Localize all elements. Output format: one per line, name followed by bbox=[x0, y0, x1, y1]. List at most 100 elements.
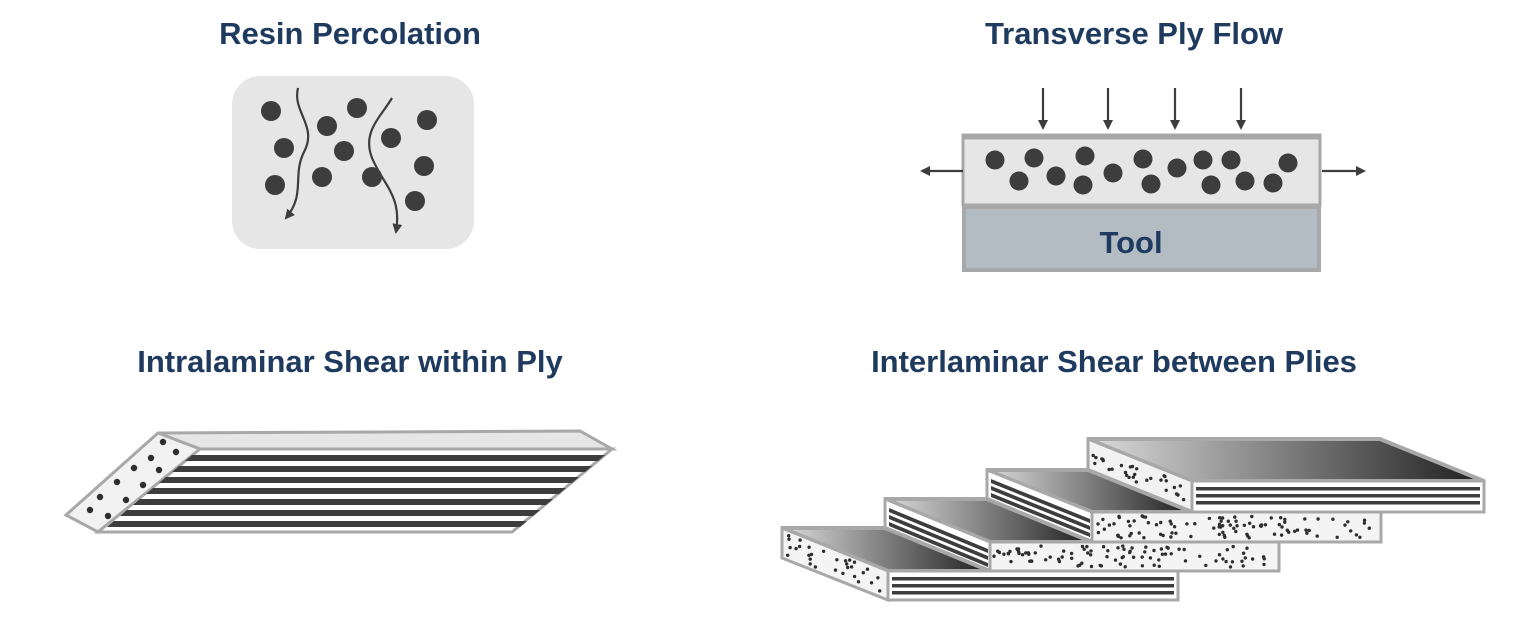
fiber-dot bbox=[155, 466, 163, 474]
fiber-cross-sections bbox=[261, 98, 437, 211]
fiber-dot bbox=[845, 562, 849, 566]
fiber-dot bbox=[1130, 546, 1134, 550]
fiber bbox=[1103, 163, 1123, 183]
fiber-dot bbox=[1110, 467, 1114, 471]
fiber-dot bbox=[843, 559, 848, 563]
fiber-dot bbox=[1218, 516, 1222, 520]
fiber-dot bbox=[1113, 558, 1118, 562]
fiber-dot bbox=[1096, 522, 1100, 526]
fiber-dot bbox=[86, 506, 94, 514]
fiber-dot bbox=[1204, 563, 1208, 568]
fiber-dot bbox=[1101, 517, 1105, 522]
fiber-dot bbox=[878, 589, 882, 593]
fiber-dot bbox=[1102, 527, 1107, 531]
fiber-dot bbox=[1250, 514, 1254, 519]
fiber-dot bbox=[1295, 528, 1300, 532]
fiber-dot bbox=[846, 565, 850, 570]
fiber bbox=[312, 167, 332, 187]
fiber-stripe bbox=[991, 493, 1090, 537]
fiber-dot bbox=[1107, 523, 1112, 527]
fiber-dot bbox=[856, 580, 861, 584]
fiber-dot bbox=[1128, 465, 1133, 469]
fiber-dot bbox=[1251, 525, 1256, 529]
fiber-dot bbox=[1143, 550, 1147, 554]
end-face-fiber-dots bbox=[86, 438, 180, 520]
fiber-dot bbox=[1154, 523, 1159, 527]
fiber-dot bbox=[1185, 522, 1189, 526]
fiber-dot bbox=[1146, 521, 1151, 525]
fiber-cross-sections bbox=[985, 146, 1298, 195]
fiber-dot bbox=[1331, 517, 1335, 521]
fiber bbox=[381, 128, 401, 148]
fiber-dot bbox=[1121, 544, 1125, 548]
fiber-dot bbox=[1168, 519, 1172, 523]
fiber-dot bbox=[1126, 519, 1131, 524]
fiber bbox=[1167, 158, 1187, 178]
fiber-dot bbox=[1119, 536, 1123, 540]
fiber-dot bbox=[788, 545, 792, 550]
fiber-dot bbox=[1220, 516, 1225, 520]
fiber-dot bbox=[147, 454, 155, 462]
fiber-dot bbox=[1128, 550, 1132, 555]
fiber-dot bbox=[1183, 559, 1188, 563]
fiber-stripe bbox=[892, 591, 1174, 595]
fiber-dot bbox=[1144, 545, 1148, 549]
fiber-dot bbox=[1283, 520, 1287, 524]
fiber-dot bbox=[1250, 557, 1255, 561]
fiber-dot bbox=[1233, 515, 1237, 519]
fiber-dot bbox=[1160, 552, 1165, 556]
fiber-dot bbox=[1100, 457, 1104, 461]
fiber bbox=[1009, 171, 1029, 191]
fiber-dot bbox=[1262, 562, 1266, 567]
fiber bbox=[1141, 174, 1161, 194]
fiber-dot bbox=[1176, 493, 1180, 497]
fiber-dot bbox=[1346, 520, 1350, 524]
fiber-stripe bbox=[1196, 494, 1480, 498]
fiber-stripe bbox=[159, 477, 579, 483]
fiber-dot bbox=[1069, 551, 1074, 556]
fiber-dot bbox=[1305, 531, 1309, 535]
fiber bbox=[1263, 173, 1283, 193]
fiber-dot bbox=[1217, 525, 1221, 529]
fiber-dot bbox=[1169, 535, 1173, 539]
fiber-dot bbox=[1269, 516, 1274, 520]
fiber-dot bbox=[1228, 565, 1233, 569]
fiber-dot bbox=[1085, 544, 1089, 549]
fiber-dot bbox=[1133, 472, 1137, 477]
ply-layer bbox=[961, 133, 1322, 207]
fiber-dot bbox=[1093, 461, 1097, 466]
fiber-dot bbox=[1177, 547, 1181, 551]
fiber-dot bbox=[1026, 551, 1031, 555]
fiber-dot bbox=[1225, 548, 1230, 552]
fiber-dot bbox=[1127, 475, 1131, 480]
fiber-dot bbox=[1367, 526, 1372, 530]
fiber-stripe bbox=[889, 508, 988, 553]
fiber-dot bbox=[1134, 480, 1139, 484]
fiber-dot bbox=[1354, 533, 1359, 537]
fiber-dot bbox=[1044, 558, 1048, 562]
fiber bbox=[265, 175, 285, 195]
fiber-dot bbox=[1117, 515, 1122, 520]
fiber bbox=[414, 156, 434, 176]
fiber-dot bbox=[1023, 551, 1028, 555]
fiber-dot bbox=[130, 464, 138, 472]
fiber-dot bbox=[1287, 530, 1291, 534]
fiber-dot bbox=[1135, 467, 1139, 471]
fiber-dot bbox=[1089, 564, 1094, 569]
fiber-stripe bbox=[892, 577, 1174, 581]
fiber-dot bbox=[1131, 555, 1136, 559]
fiber-dot bbox=[1163, 474, 1167, 479]
fiber-dot bbox=[1128, 534, 1132, 538]
fiber-dot bbox=[1234, 529, 1238, 534]
fiber-dot bbox=[1181, 497, 1186, 502]
fiber-dot bbox=[1193, 522, 1197, 526]
fiber-dot bbox=[798, 544, 802, 549]
fiber-dot bbox=[1241, 551, 1246, 555]
fiber-dot bbox=[1223, 535, 1227, 539]
fiber-dot bbox=[1056, 557, 1061, 561]
fiber-dot bbox=[1149, 476, 1153, 481]
fiber-dot bbox=[1279, 533, 1284, 537]
fiber-dot bbox=[835, 558, 839, 562]
fiber-dot bbox=[1163, 552, 1168, 556]
fiber-stripe bbox=[892, 584, 1174, 588]
